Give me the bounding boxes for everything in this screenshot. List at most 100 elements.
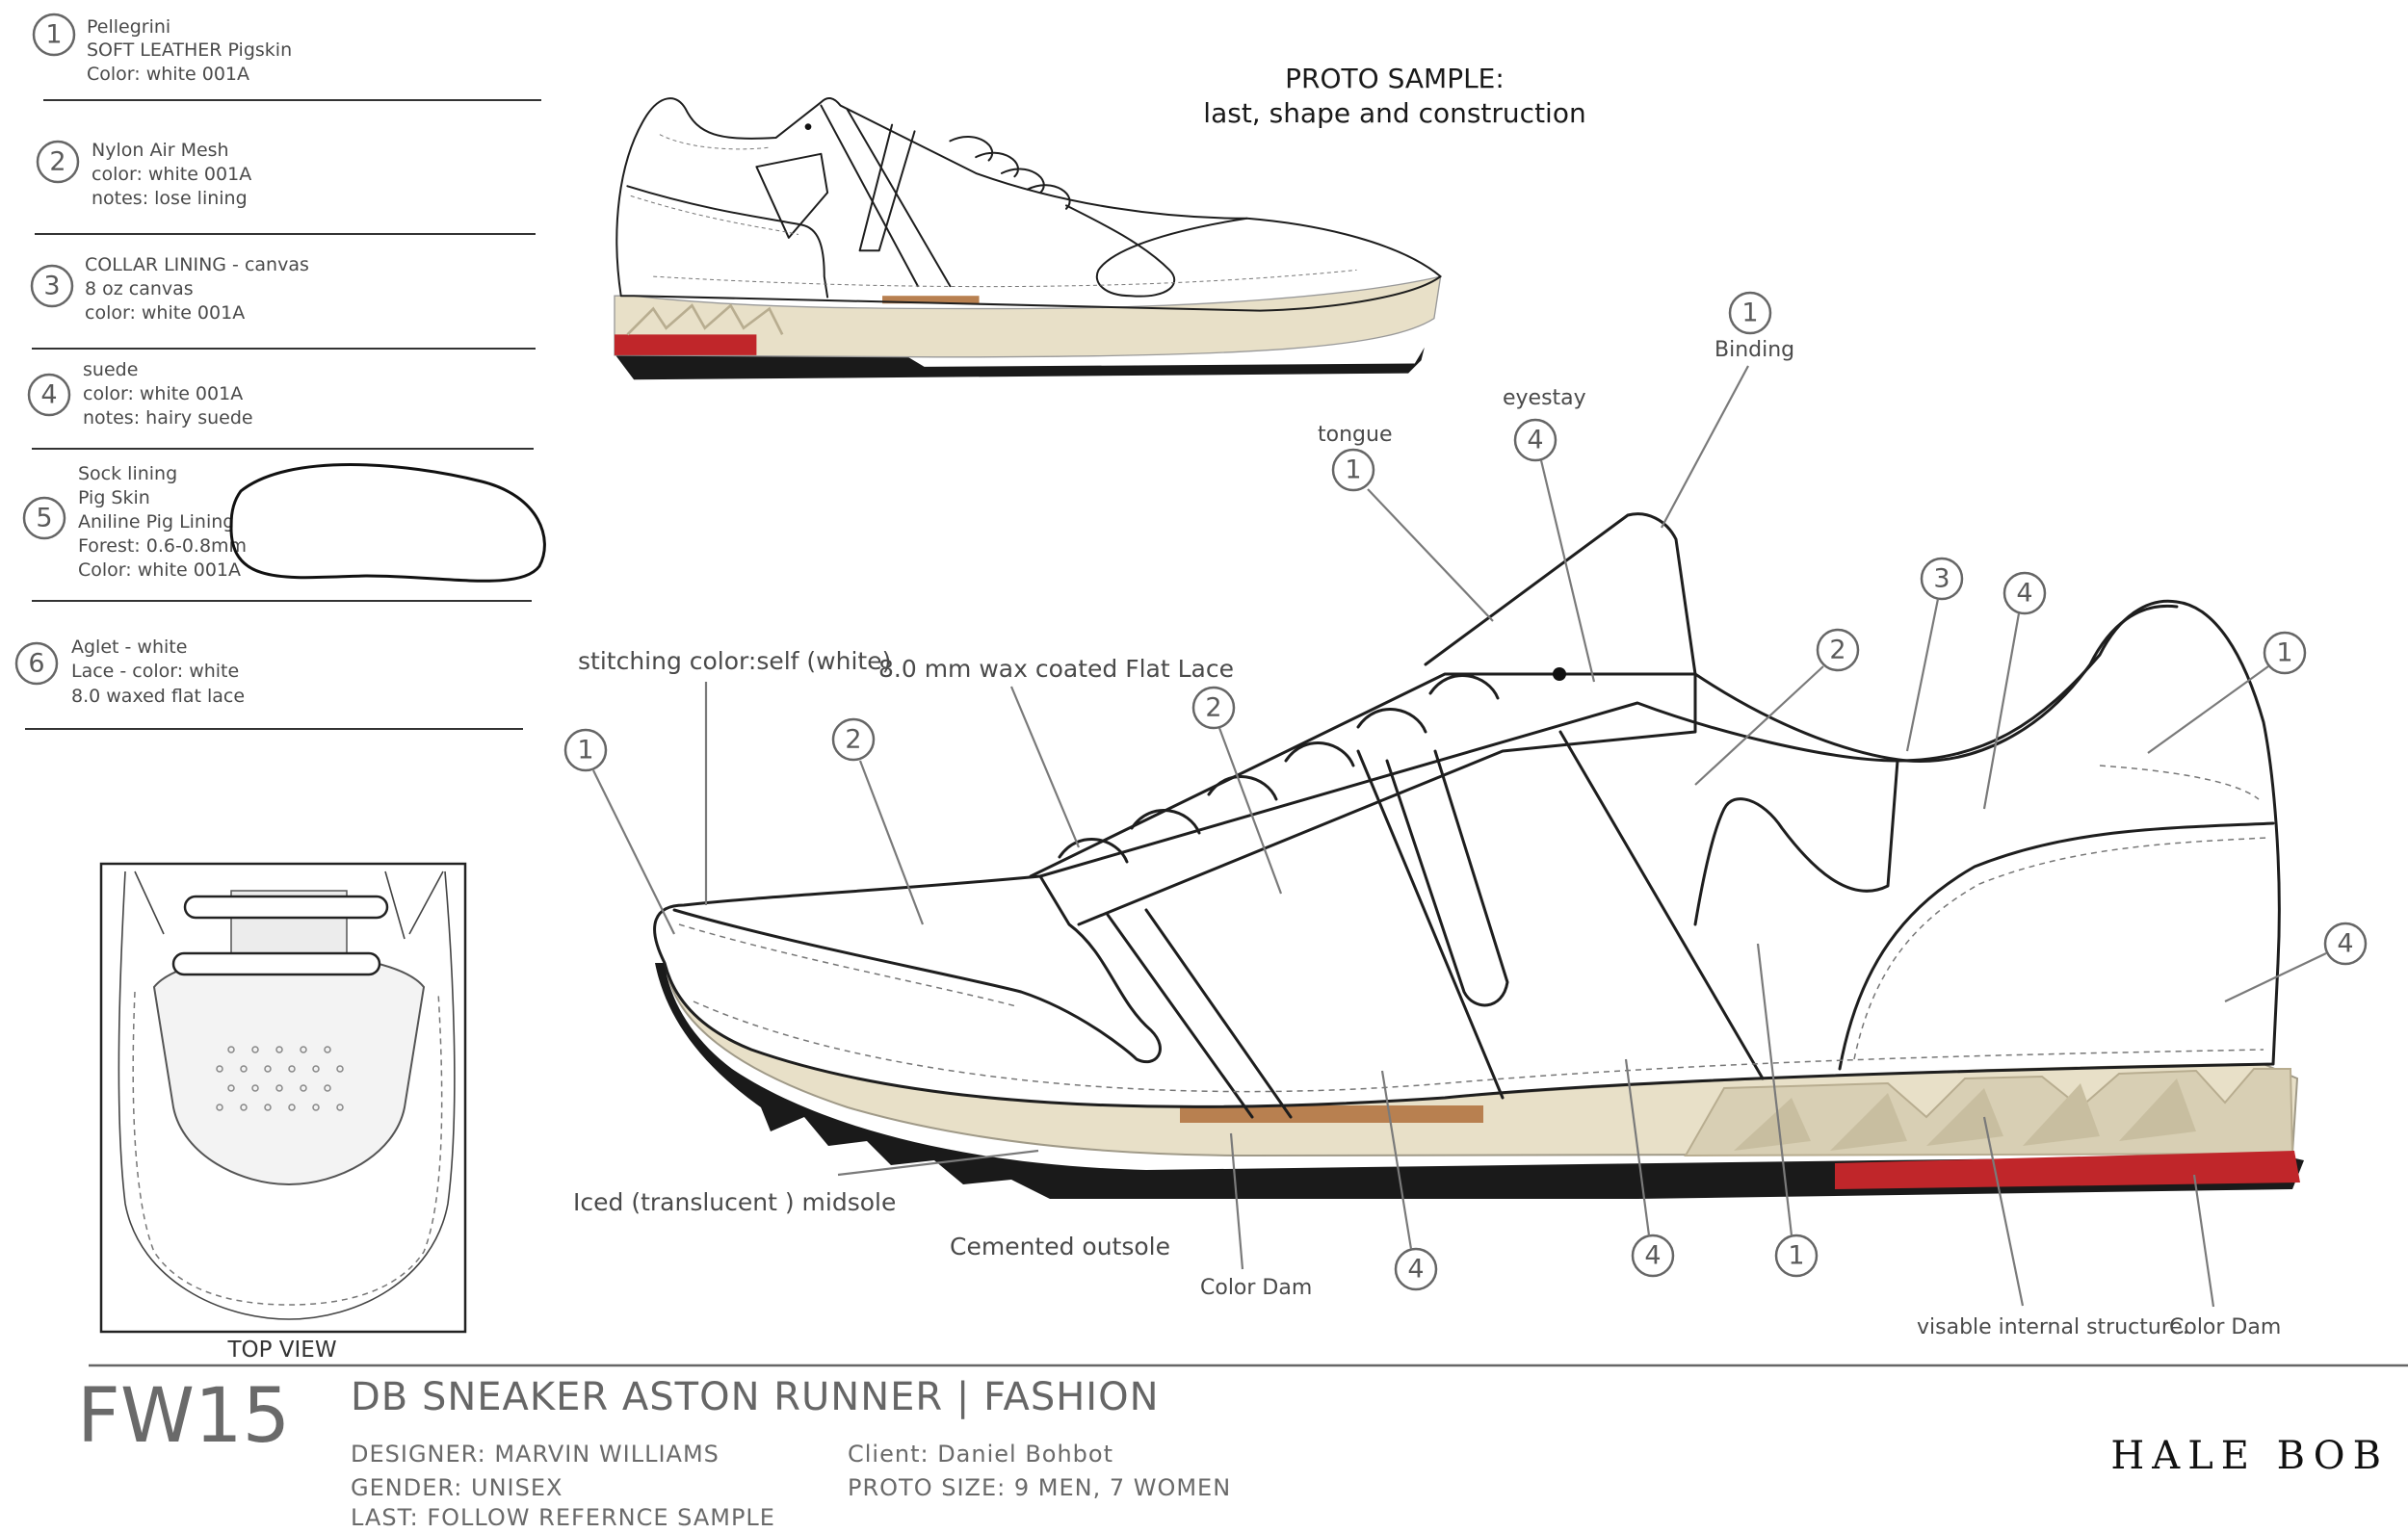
color-dam-red bbox=[1835, 1151, 2300, 1189]
spec-item-5: 5 Sock lining Pig Skin Aniline Pig Linin… bbox=[22, 463, 546, 602]
spec-list: 1 Pellegrini SOFT LEATHER Pigskin Color:… bbox=[14, 13, 546, 730]
top-view-lace bbox=[183, 895, 389, 920]
callout-number: 1 bbox=[1741, 299, 1758, 328]
leader-line bbox=[1009, 686, 1081, 848]
leader-line bbox=[592, 769, 675, 935]
vamp-overlay bbox=[1064, 204, 1248, 298]
callout-number: 2 bbox=[1205, 693, 1221, 723]
designer: DESIGNER: MARVIN WILLIAMS bbox=[351, 1441, 720, 1468]
style-title: DB SNEAKER ASTON RUNNER | FASHION bbox=[351, 1375, 1159, 1419]
callout-number: 2 bbox=[1829, 636, 1845, 665]
spec-line: 8.0 waxed flat lace bbox=[71, 686, 245, 707]
proto-size: PROTO SIZE: 9 MEN, 7 WOMEN bbox=[848, 1474, 1231, 1501]
callout-ring bbox=[1631, 1234, 1675, 1278]
spec-line: Aniline Pig Lining bbox=[78, 511, 234, 533]
saddle-stripe bbox=[1558, 730, 1765, 1080]
stitching bbox=[630, 195, 799, 236]
stitching bbox=[653, 269, 1357, 288]
spec-item-2: 2 Nylon Air Mesh color: white 001A notes… bbox=[35, 140, 536, 235]
heel-counter bbox=[1838, 821, 2275, 1071]
spec-line: suede bbox=[83, 359, 138, 380]
callout-number: 4 bbox=[1527, 426, 1543, 455]
color-dam-red bbox=[615, 334, 757, 355]
leader-line bbox=[1229, 1132, 1244, 1270]
proto-subtitle: last, shape and construction bbox=[1203, 97, 1585, 129]
spec-number: 2 bbox=[49, 147, 65, 177]
callout-number: 1 bbox=[577, 736, 593, 766]
spec-number: 5 bbox=[36, 504, 52, 533]
top-view-collar-lines bbox=[134, 870, 444, 940]
top-view-panel: TOP VIEW bbox=[99, 862, 467, 1363]
callout-number: 1 bbox=[1345, 455, 1361, 485]
spec-number: 3 bbox=[43, 272, 60, 301]
saddle-stripe bbox=[1356, 749, 1505, 1100]
top-view-stitching bbox=[132, 991, 443, 1306]
callout-number: 4 bbox=[2016, 579, 2032, 609]
brand-logo: HALE BOB bbox=[2110, 1434, 2389, 1478]
top-view-lace bbox=[171, 951, 381, 976]
color-dam-brown bbox=[882, 296, 980, 304]
top-view-outline bbox=[118, 870, 456, 1320]
top-view-caption: TOP VIEW bbox=[226, 1338, 336, 1363]
callout-number: 4 bbox=[1644, 1241, 1661, 1271]
saddle-strap bbox=[1385, 749, 1509, 1007]
callout-label-stitching: stitching color:self (white) bbox=[578, 647, 891, 675]
callout-number: 1 bbox=[1788, 1241, 1804, 1271]
spec-line: Forest: 0.6-0.8mm bbox=[78, 535, 247, 557]
midsole bbox=[614, 275, 1442, 358]
leader-line bbox=[1982, 612, 2021, 810]
saddle-stripe bbox=[1144, 908, 1293, 1119]
client: Client: Daniel Bohbot bbox=[848, 1441, 1113, 1468]
spec-line: Pellegrini bbox=[87, 16, 170, 38]
callout-ring bbox=[1774, 1234, 1819, 1278]
gender: GENDER: UNISEX bbox=[351, 1474, 563, 1501]
spec-line: 8 oz canvas bbox=[85, 278, 194, 299]
spec-item-3: 3 COLLAR LINING - canvas 8 oz canvas col… bbox=[30, 254, 536, 350]
internal-structure bbox=[626, 303, 784, 336]
leader-line bbox=[1367, 488, 1494, 622]
saddle-stripe bbox=[1106, 913, 1254, 1119]
upper bbox=[615, 97, 1442, 312]
leader-line bbox=[1982, 1116, 2025, 1307]
large-shoe-sketch bbox=[653, 512, 2304, 1199]
callouts: 1 Binding tongue 1 eyestay 4 stitching c… bbox=[563, 291, 2368, 1339]
spec-line: color: white 001A bbox=[85, 302, 245, 324]
callout-number: 1 bbox=[2276, 638, 2292, 668]
spec-line: notes: lose lining bbox=[92, 188, 248, 209]
callout-label-internal-structure: visable internal structure. bbox=[1917, 1315, 2189, 1339]
sock-lining-outline-icon bbox=[229, 463, 546, 583]
season-code: FW15 bbox=[77, 1373, 290, 1460]
leader-line bbox=[2147, 665, 2269, 754]
spec-line: Color: white 001A bbox=[87, 64, 249, 85]
spec-number: 6 bbox=[28, 649, 44, 679]
callout-number: 4 bbox=[2337, 929, 2353, 959]
proto-title: PROTO SAMPLE: bbox=[1285, 63, 1505, 94]
spec-line: Color: white 001A bbox=[78, 559, 241, 581]
leader-line bbox=[1694, 665, 1824, 786]
leader-line bbox=[1539, 459, 1596, 683]
callout-ring bbox=[831, 717, 876, 762]
callout-ring bbox=[2002, 571, 2047, 615]
spec-item-6: 6 Aglet - white Lace - color: white 8.0 … bbox=[14, 637, 523, 730]
callout-ring bbox=[1191, 686, 1236, 730]
spec-item-1: 1 Pellegrini SOFT LEATHER Pigskin Color:… bbox=[32, 13, 541, 101]
callout-ring bbox=[1513, 418, 1557, 462]
spec-number: 1 bbox=[45, 20, 62, 50]
stitching bbox=[1853, 837, 2269, 1060]
callout-label-outsole: Cemented outsole bbox=[950, 1233, 1170, 1260]
callout-label-binding: Binding bbox=[1714, 338, 1794, 362]
small-shoe-sketch bbox=[614, 97, 1442, 380]
callout-ring bbox=[1331, 448, 1375, 492]
leader-line bbox=[2192, 1174, 2215, 1308]
callout-label-eyestay: eyestay bbox=[1503, 386, 1586, 410]
leader-line bbox=[1380, 1070, 1413, 1250]
spec-line: color: white 001A bbox=[83, 383, 243, 404]
callout-ring bbox=[1920, 557, 1964, 601]
spec-line: color: white 001A bbox=[92, 164, 251, 185]
spec-line: Pig Skin bbox=[78, 487, 150, 508]
eyestay bbox=[1029, 672, 1697, 926]
callout-number: 2 bbox=[845, 725, 861, 755]
leader-line bbox=[1905, 598, 1940, 752]
callout-ring bbox=[1816, 628, 1860, 672]
